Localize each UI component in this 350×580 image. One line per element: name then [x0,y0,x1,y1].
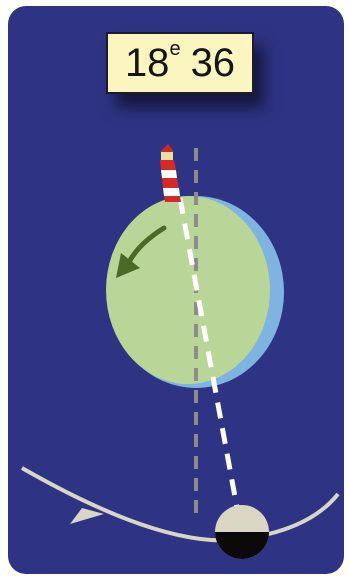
label-number: 18 [125,43,170,83]
arrowhead-icon [70,508,104,524]
lighthouse-icon [160,144,181,202]
label-superscript: e [169,39,180,59]
earth-bump [156,198,196,226]
moon [215,505,269,559]
moon-orbit [22,468,338,540]
earth-land [106,196,270,384]
label-time: 36 [191,43,236,83]
